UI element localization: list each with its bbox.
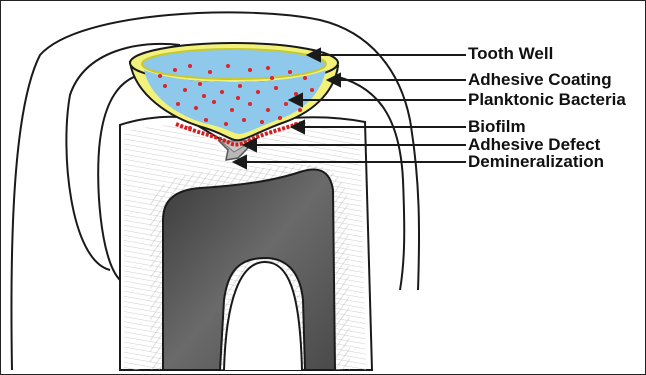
tooth-well-rim-inner [142, 49, 326, 79]
label-adhesive-coating: Adhesive Coating [468, 71, 612, 89]
arrow-adhesive-coating [328, 74, 466, 86]
label-biofilm: Biofilm [468, 118, 526, 136]
label-tooth-well: Tooth Well [468, 45, 553, 63]
label-demineralization: Demineralization [468, 153, 604, 171]
label-planktonic-bacteria: Planktonic Bacteria [468, 91, 626, 109]
